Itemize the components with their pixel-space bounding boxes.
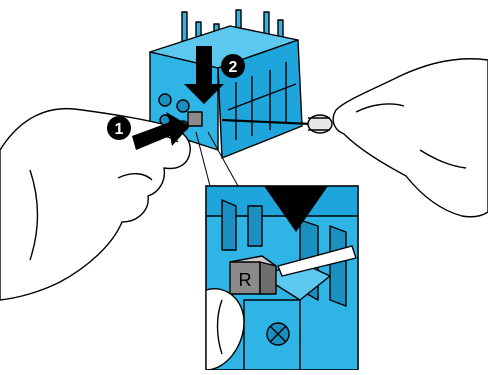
reset-button-letter: R: [239, 270, 252, 290]
zoom-inset: R: [206, 186, 358, 370]
reset-button-small: [188, 112, 202, 126]
step-badge-2: 2: [221, 54, 245, 78]
reset-button: R: [230, 256, 276, 294]
step-number-2: 2: [229, 59, 238, 76]
step-number-1: 1: [115, 121, 124, 138]
step-badge-1: 1: [107, 116, 131, 140]
